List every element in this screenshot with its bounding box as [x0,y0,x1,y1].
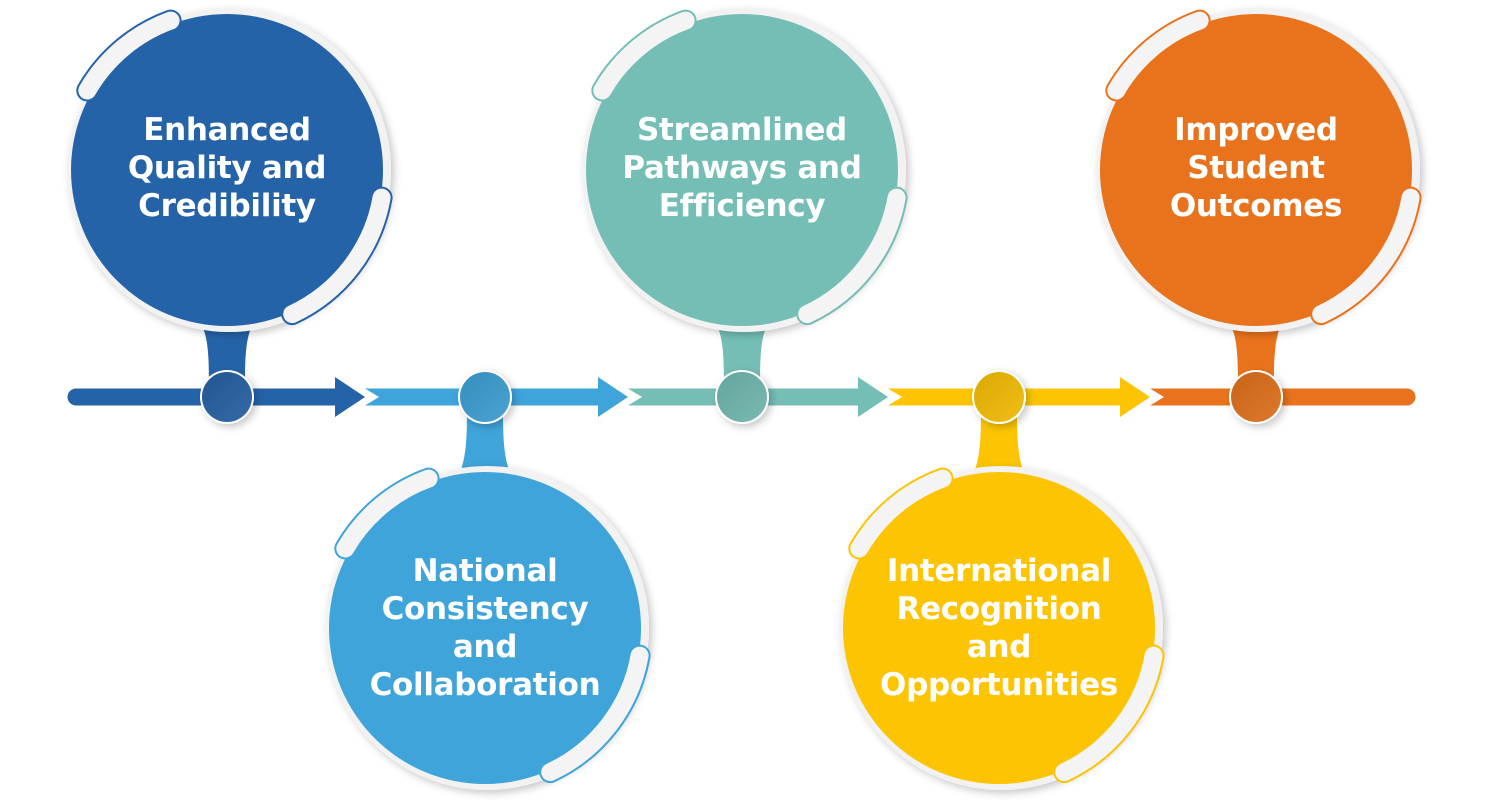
highlight-arc-top [78,11,180,100]
circle-fill [1100,14,1412,326]
knob-shade [460,372,510,422]
highlight-arc-bottom [541,646,649,782]
knob-shade [974,372,1024,422]
highlight-arc-top [593,11,695,100]
circle-fill [329,472,641,784]
timeline-knob-2 [458,370,512,424]
connector-stem-5 [1222,316,1290,387]
timeline-knob-4 [972,370,1026,424]
highlight-arc-bottom [283,188,391,324]
highlight-arc-top [336,469,438,558]
highlight-arc-top [850,469,952,558]
circle-fill [586,14,898,326]
step-circle-1 [67,8,393,332]
timeline-knob-3 [715,370,769,424]
knob-shade [202,372,252,422]
highlight-arc-top [1107,11,1209,100]
highlight-arc-bottom [798,188,906,324]
step-circle-2 [325,466,651,790]
timeline-knobs [200,370,1283,424]
step-circles [67,8,1422,790]
timeline-knob-1 [200,370,254,424]
circle-fill [71,14,383,326]
connector-stem-1 [193,316,261,387]
knob-shade [717,372,767,422]
timeline-knob-5 [1229,370,1283,424]
connector-stem-4 [965,407,1033,482]
connector-stem-3 [708,316,776,387]
highlight-arc-bottom [1055,646,1163,782]
circle-fill [843,472,1155,784]
connector-stems [193,316,1290,482]
step-circle-3 [582,8,908,332]
knob-shade [1231,372,1281,422]
connector-stem-2 [451,407,519,482]
step-circle-4 [839,466,1165,790]
highlight-arc-bottom [1312,188,1420,324]
step-circle-5 [1096,8,1422,332]
